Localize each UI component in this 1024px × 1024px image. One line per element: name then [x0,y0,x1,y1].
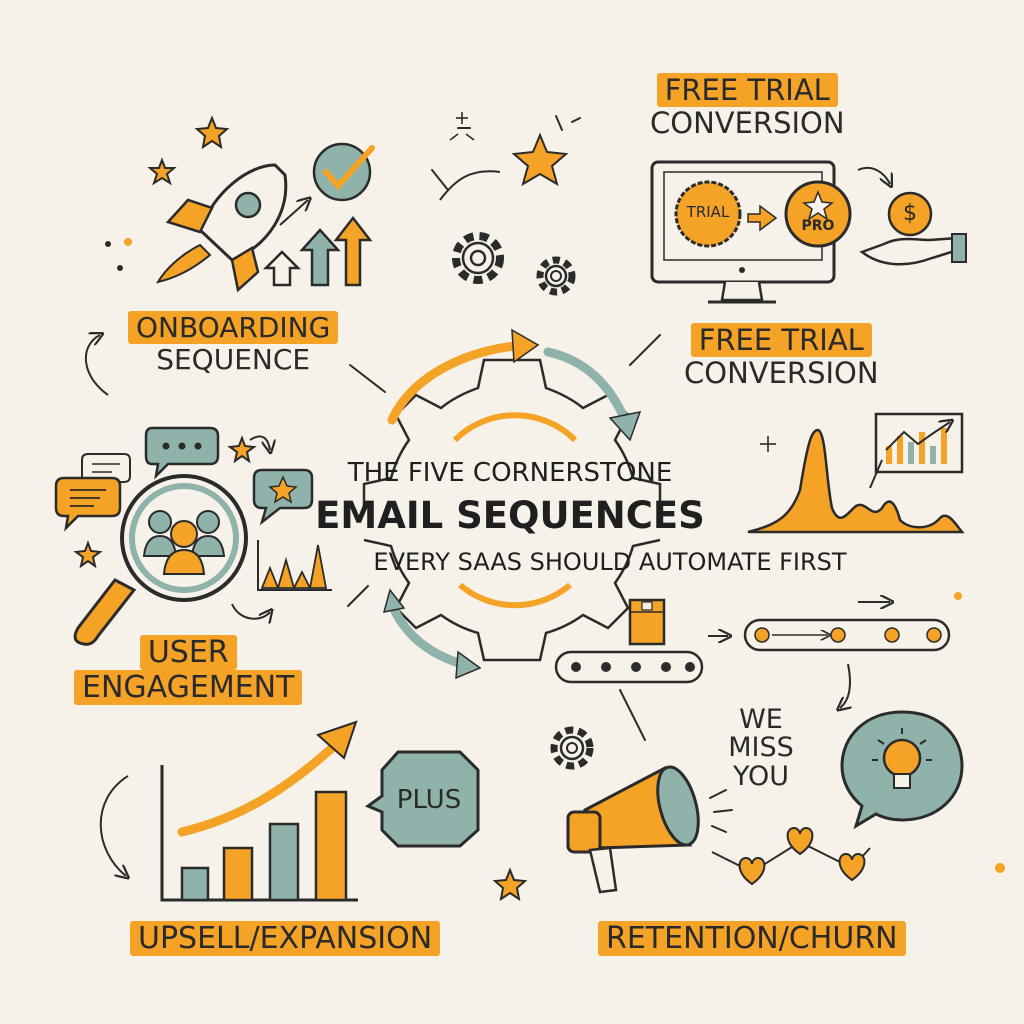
line-chart-card-icon [874,412,964,474]
chat-bubble-icon [144,426,220,480]
lightbulb-bubble-icon [840,710,964,830]
free-trial-top-line2: Conversion [650,106,845,141]
free-trial-mid-label: Free Trial Conversion [684,323,879,391]
rocket-icon [155,163,288,293]
free-trial-top-label: Free Trial Conversion [650,73,845,141]
sparkle-icon [449,112,776,452]
miss-you-line3: You [732,760,790,792]
conveyor-belt-2-icon [743,618,951,652]
heart-chain-icon [711,826,871,886]
title-line1: The Five Cornerstone [347,458,673,488]
connector-lines [347,115,661,741]
curved-arrow-icon [99,775,128,876]
convert-arrow-icon [747,204,778,232]
open-hand-icon [859,236,960,266]
arrow-icon [249,435,270,450]
megaphone-icon [566,765,700,894]
up-arrows-icon [262,215,373,287]
free-trial-top-line1: Free Trial [656,73,838,107]
onboarding-line1: Onboarding [128,311,339,344]
star-icon [802,189,834,221]
retention-text: Retention/Churn [598,921,906,956]
gear-icon [452,232,504,284]
title-line2: Email Sequences [315,494,705,537]
bar-chart-icon [160,765,358,902]
engagement-label: User Engagement [74,635,303,705]
cycle-arrow-left-icon [387,600,470,670]
checkmark-icon [312,142,375,202]
miss-you-line1: We [739,704,783,735]
onboarding-label: Onboarding Sequence [128,311,339,377]
gear-icon [550,726,594,770]
pro-badge-icon [784,180,852,248]
retention-label: Retention/Churn [598,921,906,957]
magnifier-icon [73,474,248,646]
dollar-sign: $ [903,201,917,226]
free-trial-mid-line2: Conversion [684,356,879,391]
cycle-arrow-right-icon [543,347,630,425]
trial-badge-text: TRIAL [686,203,730,221]
message-orange-icon [54,476,122,532]
sound-waves-icon [709,789,733,833]
miss-you-line2: Miss [728,732,794,764]
upsell-label: Upsell/Expansion [130,921,441,957]
trial-badge-icon [674,180,742,248]
miss-you-text: We Miss You [716,704,806,792]
sparkle-dots [105,238,132,271]
center-gear-icon [362,358,662,662]
conveyor-belt-icon [554,650,704,684]
pro-badge-text: PRO [801,218,835,234]
gear-small-icon [536,256,576,296]
curved-arrow-icon [85,335,109,396]
area-chart-icon [747,428,965,534]
star-icons [73,115,569,902]
arrow-icon [231,603,270,619]
onboarding-line2: Sequence [156,343,311,377]
growth-arrow-icon [279,200,308,226]
star-bubble-icon [252,468,314,526]
arrow-icon [840,663,850,708]
box-icon [628,598,666,646]
mini-chart-icon [257,540,332,591]
free-trial-mid-line1: Free Trial [690,323,872,357]
arrow-icon [857,166,890,184]
title-line3: Every SaaS Should Automate First [373,548,847,576]
cycle-arrow-top-icon [387,340,530,425]
swoosh-line [439,170,501,201]
engagement-line1: User [139,635,237,670]
engagement-line2: Engagement [74,669,303,705]
plus-bubble-icon [364,750,480,848]
coin-icon [887,191,933,237]
trend-arrow-icon [177,743,337,837]
upsell-text: Upsell/Expansion [130,921,441,956]
plus-bubble-text: PLUS [396,785,462,815]
